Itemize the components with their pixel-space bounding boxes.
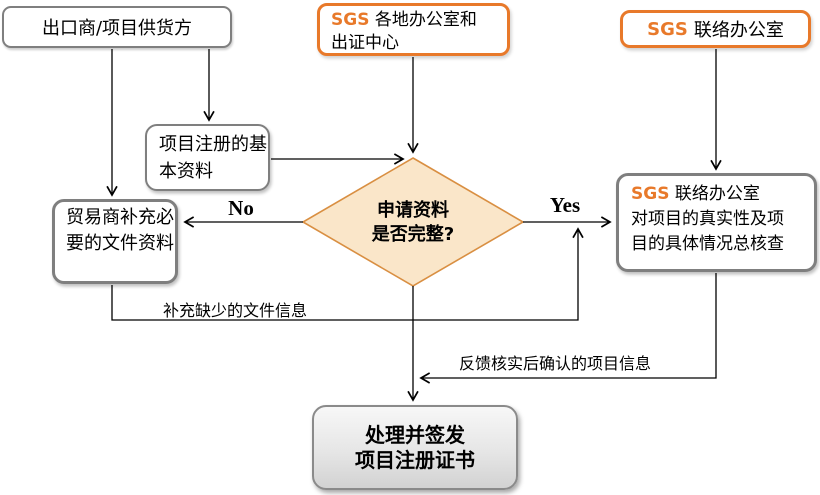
node-sgs-offices: SGS 各地办公室和 出证中心 [317, 3, 510, 56]
node-sgs-offices-line2: 出证中心 [331, 33, 399, 53]
edge-label-supplement: 补充缺少的文件信息 [163, 301, 308, 320]
node-liaison-verify-line1: 联络办公室 [674, 184, 760, 204]
edge-supplement-loop [111, 227, 584, 321]
decision-node: 申请资料 是否完整? [338, 199, 488, 247]
edge-label-no: No [228, 196, 254, 220]
node-exporter-label: 出口商/项目供货方 [41, 18, 193, 39]
node-exporter: 出口商/项目供货方 [2, 6, 232, 48]
sgs-brand-text: SGS [647, 18, 688, 40]
node-sgs-offices-line1: 各地办公室和 [374, 10, 477, 30]
sgs-brand-text: SGS [631, 184, 670, 204]
node-trader-supplement-label: 贸易商补充必要的文件资料 [66, 207, 174, 254]
edge-label-yes: Yes [549, 193, 581, 217]
node-issue-cert: 处理并签发 项目注册证书 [312, 405, 518, 490]
edge-label-feedback: 反馈核实后确认的项目信息 [459, 354, 652, 373]
edge-feedback [419, 273, 717, 384]
node-liaison-verify: SGS 联络办公室 对项目的真实性及项 目的具体情况总核查 [616, 173, 817, 272]
node-liaison-verify-line3: 目的具体情况总核查 [631, 234, 784, 254]
node-trader-supplement: 贸易商补充必要的文件资料 [52, 199, 178, 284]
node-reg-info-label: 项目注册的基本资料 [159, 134, 267, 182]
node-issue-cert-line1: 处理并签发 [365, 422, 465, 447]
decision-line2: 是否完整? [371, 224, 455, 245]
node-reg-info: 项目注册的基本资料 [145, 124, 270, 191]
node-sgs-liaison-label: 联络办公室 [693, 20, 784, 41]
node-issue-cert-line2: 项目注册证书 [355, 447, 475, 472]
node-liaison-verify-line2: 对项目的真实性及项 [631, 209, 784, 229]
decision-line1: 申请资料 [377, 200, 449, 221]
sgs-brand-text: SGS [331, 10, 370, 30]
node-sgs-liaison: SGS 联络办公室 [620, 10, 811, 48]
